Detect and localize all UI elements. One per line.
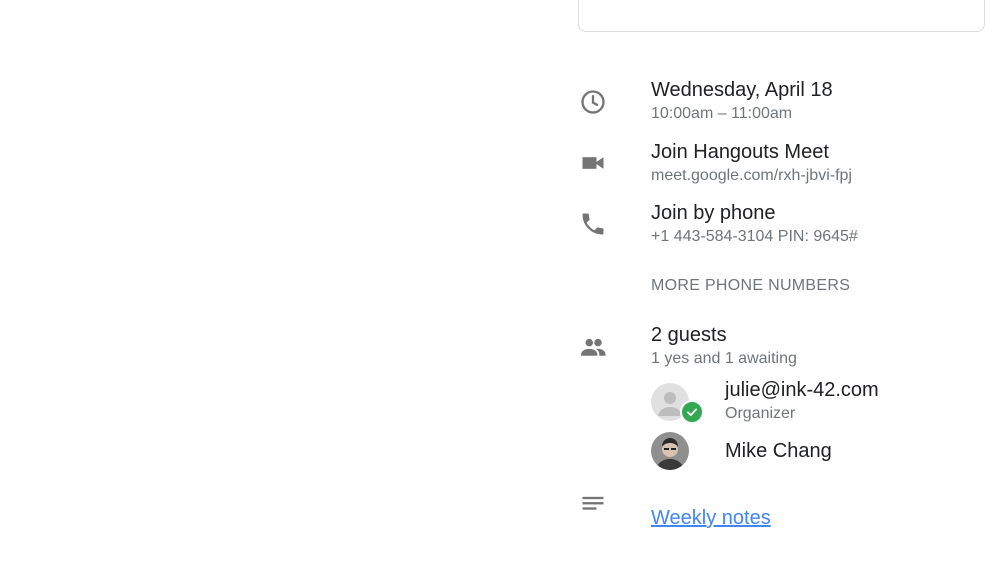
video-camera-icon	[578, 148, 608, 178]
phone-icon	[578, 209, 608, 239]
clock-icon	[578, 87, 608, 117]
check-icon	[680, 400, 704, 424]
guest-avatar-photo[interactable]	[651, 432, 689, 470]
people-icon	[578, 332, 608, 362]
guest-name[interactable]: julie@ink-42.com	[725, 379, 879, 401]
more-phone-numbers-button[interactable]: MORE PHONE NUMBERS	[651, 277, 851, 294]
guest-name[interactable]: Mike Chang	[725, 440, 832, 462]
hangouts-url[interactable]: meet.google.com/rxh-jbvi-fpj	[651, 167, 852, 184]
guests-status: 1 yes and 1 awaiting	[651, 350, 797, 367]
guest-role: Organizer	[725, 405, 796, 422]
event-time-range: 10:00am – 11:00am	[651, 105, 793, 122]
guests-summary: 2 guests	[651, 324, 727, 346]
join-hangouts-link[interactable]: Join Hangouts Meet	[651, 141, 829, 163]
weekly-notes-link[interactable]: Weekly notes	[651, 507, 771, 529]
event-date: Wednesday, April 18	[651, 79, 833, 101]
person-placeholder-icon	[658, 392, 682, 416]
phone-details: +1 443-584-3104 PIN: 9645#	[651, 228, 858, 245]
notes-icon	[578, 490, 608, 520]
join-by-phone-link[interactable]: Join by phone	[651, 202, 776, 224]
top-field-edge[interactable]	[578, 0, 985, 32]
person-photo-icon	[651, 432, 689, 470]
